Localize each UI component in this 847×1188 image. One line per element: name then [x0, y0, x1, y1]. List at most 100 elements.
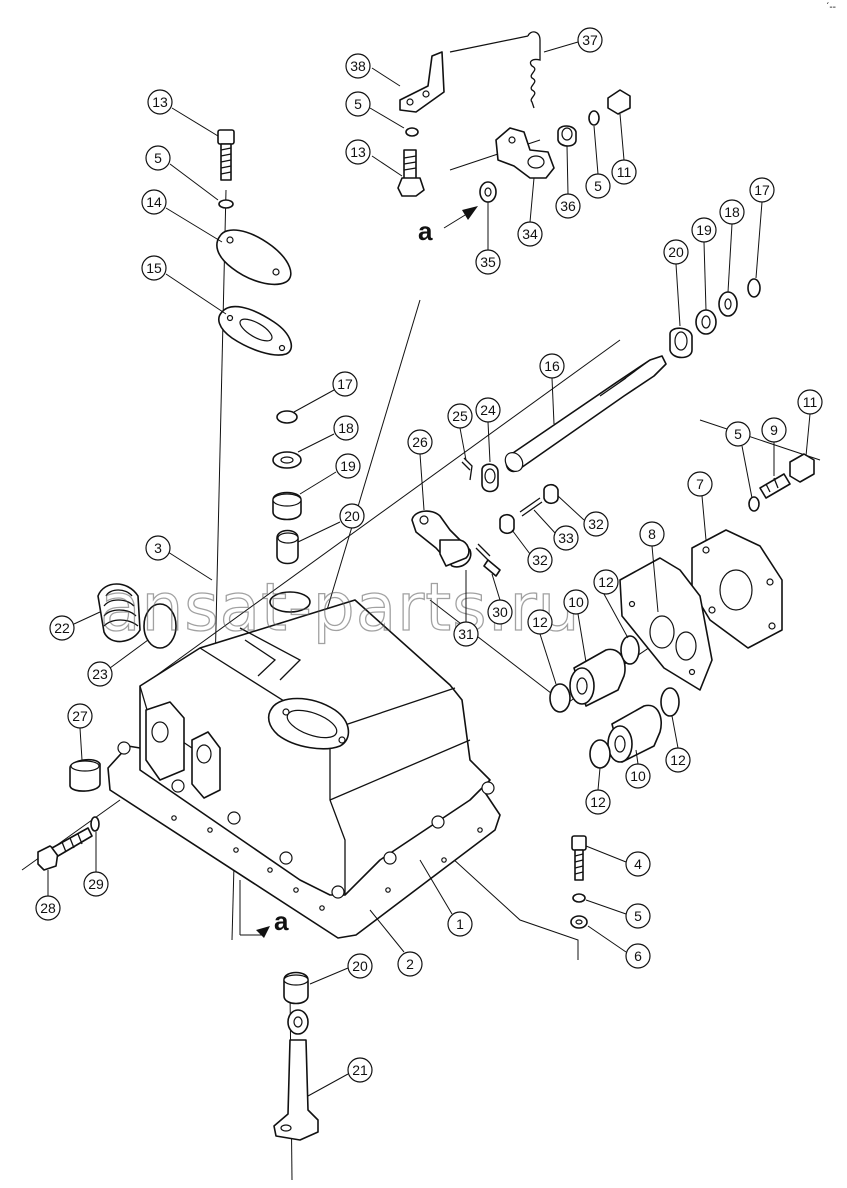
stud-washer	[748, 496, 760, 512]
svg-text:18: 18	[724, 204, 740, 220]
shift-shaft-group	[411, 355, 667, 577]
svg-text:35: 35	[480, 254, 496, 270]
svg-text:32: 32	[588, 516, 604, 532]
callout-11-right	[797, 389, 823, 415]
view-arrow-lower: a	[256, 906, 289, 938]
svg-text:34: 34	[522, 226, 538, 242]
svg-text:30: 30	[492, 604, 508, 620]
callout-18-center	[333, 415, 359, 441]
svg-text:28: 28	[40, 900, 56, 916]
shaft-pin	[519, 497, 543, 517]
case-bolt-head	[571, 835, 587, 851]
svg-text:17: 17	[337, 376, 353, 392]
callout-10-top	[563, 589, 589, 615]
stud-bolt	[759, 473, 791, 499]
lever-bolt	[483, 559, 501, 577]
svg-text:10: 10	[568, 594, 584, 610]
svg-text:13: 13	[152, 94, 168, 110]
callout-30	[487, 599, 513, 625]
hex-bolt-top-head	[397, 177, 425, 197]
shift-rod	[273, 1039, 319, 1141]
callout-5-left	[145, 145, 171, 171]
callout-12-lower	[585, 789, 611, 815]
cover-plate-stack	[216, 129, 293, 356]
case-lug-right	[191, 731, 221, 799]
pin-collar-lower	[499, 513, 515, 535]
callout-20-bottom	[347, 953, 373, 979]
callout-35	[475, 249, 501, 275]
svg-text:5: 5	[594, 178, 602, 194]
callout-5-lower	[625, 903, 651, 929]
svg-text:5: 5	[354, 96, 362, 112]
case-lug-left	[145, 701, 185, 781]
callout-25	[447, 403, 473, 429]
callout-5-midtop	[585, 173, 611, 199]
svg-text:12: 12	[598, 574, 614, 590]
callout-20-right	[663, 239, 689, 265]
lock-washer	[218, 199, 234, 209]
svg-text:2: 2	[406, 956, 414, 972]
callout-24	[475, 397, 501, 423]
svg-text:5: 5	[154, 150, 162, 166]
case-bolt-shank	[574, 849, 584, 881]
svg-text:9: 9	[770, 422, 778, 438]
svg-text:16: 16	[544, 358, 560, 374]
flange-bolt	[37, 845, 59, 871]
callout-7	[687, 471, 713, 497]
svg-text:12: 12	[532, 614, 548, 630]
o-ring-upper	[549, 683, 571, 713]
hex-bolt-top-shank	[403, 149, 417, 181]
lock-washer-top	[405, 127, 419, 137]
flange-bolt-heads	[117, 741, 495, 911]
side-cover-group	[619, 453, 815, 691]
svg-text:19: 19	[340, 458, 356, 474]
cover-plate	[216, 229, 292, 286]
breather-ring	[143, 603, 177, 649]
svg-text:32: 32	[532, 552, 548, 568]
svg-text:36: 36	[560, 198, 576, 214]
roller-group	[549, 635, 680, 769]
svg-text:31: 31	[458, 626, 474, 642]
callout-5-top	[345, 91, 371, 117]
svg-text:37: 37	[582, 32, 598, 48]
callout-16	[539, 353, 565, 379]
svg-text:3: 3	[154, 540, 162, 556]
callout-27	[67, 703, 93, 729]
bottom-rod-group	[273, 971, 319, 1141]
svg-text:14: 14	[146, 194, 162, 210]
svg-text:11: 11	[617, 164, 632, 180]
svg-text:11: 11	[803, 394, 818, 410]
callout-12-right	[665, 747, 691, 773]
callout-17-center	[332, 371, 358, 397]
callout-37	[577, 27, 603, 53]
svg-text:7: 7	[696, 476, 704, 492]
svg-text:10: 10	[630, 768, 646, 784]
svg-text:27: 27	[72, 708, 88, 724]
svg-text:33: 33	[558, 530, 574, 546]
svg-text:a: a	[418, 216, 433, 246]
svg-text:26: 26	[412, 434, 428, 450]
svg-text:21: 21	[352, 1062, 368, 1078]
shaft-snap-ring	[747, 278, 761, 298]
svg-text:4: 4	[634, 856, 642, 872]
callout-9	[761, 417, 787, 443]
callout-15	[141, 255, 167, 281]
callouts: 38 37 5 13 13 5 14 15 35 34	[35, 27, 823, 1097]
o-ring-lower-right	[660, 687, 680, 717]
callout-12-left	[527, 609, 553, 635]
o-ring-lower-left	[589, 739, 611, 769]
svg-text:5: 5	[734, 426, 742, 442]
gear-case-cover	[107, 591, 501, 939]
svg-text:38: 38	[350, 58, 366, 74]
corner-mark: ˊ--	[826, 1, 836, 13]
upper-linkage	[397, 31, 631, 203]
callout-1	[447, 911, 473, 937]
callout-22	[49, 615, 75, 641]
svg-text:25: 25	[452, 408, 468, 424]
svg-text:15: 15	[146, 260, 162, 276]
callout-2	[397, 951, 423, 977]
case-bolt-washer	[572, 893, 586, 903]
spring-washer	[588, 110, 600, 126]
svg-text:12: 12	[670, 752, 686, 768]
o-ring-mid	[620, 635, 640, 665]
